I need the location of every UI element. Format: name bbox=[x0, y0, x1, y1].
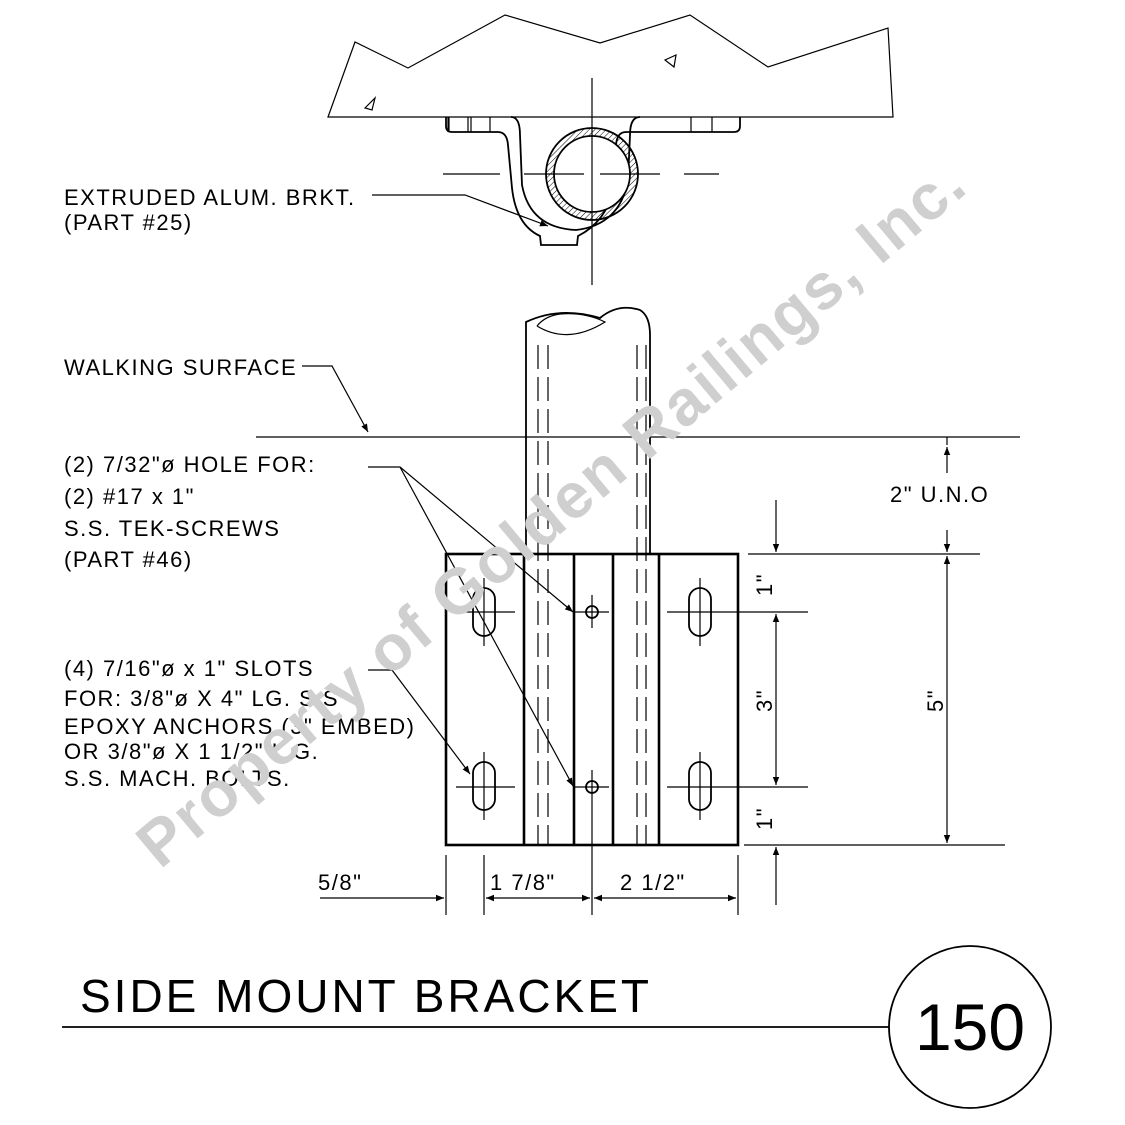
horizontal-dimensions bbox=[320, 855, 739, 915]
drawing-title: SIDE MOUNT BRACKET bbox=[80, 970, 652, 1022]
extruded-bracket bbox=[445, 117, 741, 246]
dim-bottom-edge: 1" bbox=[752, 807, 777, 830]
post-elevation bbox=[525, 306, 651, 845]
holes-leader-bottom bbox=[399, 466, 574, 787]
slots-leader bbox=[368, 669, 471, 775]
holes-label-line3: S.S. TEK-SCREWS bbox=[64, 516, 280, 541]
post-break bbox=[536, 313, 607, 336]
mounting-plate bbox=[444, 552, 808, 915]
concrete-triangle-icon bbox=[363, 53, 677, 111]
slots-label-line3: EPOXY ANCHORS (3" EMBED) bbox=[64, 714, 415, 739]
detail-number: 150 bbox=[915, 990, 1025, 1064]
bracket-channel bbox=[510, 116, 641, 231]
walking-surface-leader bbox=[302, 365, 369, 433]
slots-label-line2: FOR: 3/8"ø X 4" LG. S.S bbox=[64, 686, 339, 711]
slots-label-line4: OR 3/8"ø X 1 1/2" L.G. bbox=[64, 739, 319, 764]
bracket-leader bbox=[372, 194, 549, 227]
centerlines bbox=[443, 78, 719, 285]
plate-centerlines bbox=[456, 578, 808, 915]
dim-top-edge: 1" bbox=[752, 573, 777, 596]
detail-circle bbox=[888, 945, 1052, 1109]
slots-label-line1: (4) 7/16"ø x 1" SLOTS bbox=[64, 656, 314, 681]
walking-surface-label: WALKING SURFACE bbox=[64, 355, 297, 380]
bracket-label-line2: (PART #25) bbox=[64, 210, 193, 235]
flange-marks bbox=[447, 117, 713, 132]
dim-plate-height: 5" bbox=[923, 689, 948, 712]
plan-view bbox=[327, 14, 894, 285]
dim-above-surface: 2" U.N.O bbox=[890, 482, 989, 507]
post-outline bbox=[525, 306, 651, 554]
holes-label-line2: (2) #17 x 1" bbox=[64, 484, 195, 509]
bracket-label-line1: EXTRUDED ALUM. BRKT. bbox=[64, 185, 356, 210]
watermark: Property of Golden Railings, Inc. bbox=[123, 145, 980, 880]
holes-label-line1: (2) 7/32"ø HOLE FOR: bbox=[64, 452, 316, 477]
dim-slot-to-center: 1 7/8" bbox=[490, 870, 556, 895]
concrete-slab bbox=[327, 14, 894, 118]
vertical-dimensions bbox=[744, 437, 1005, 905]
slots-label-line5: S.S. MACH. BOLTS. bbox=[64, 766, 291, 791]
dim-center-to-edge: 2 1/2" bbox=[620, 870, 686, 895]
dim-hole-spacing: 3" bbox=[752, 689, 777, 712]
dim-left-offset: 5/8" bbox=[318, 870, 362, 895]
holes-label-line4: (PART #46) bbox=[64, 547, 193, 572]
